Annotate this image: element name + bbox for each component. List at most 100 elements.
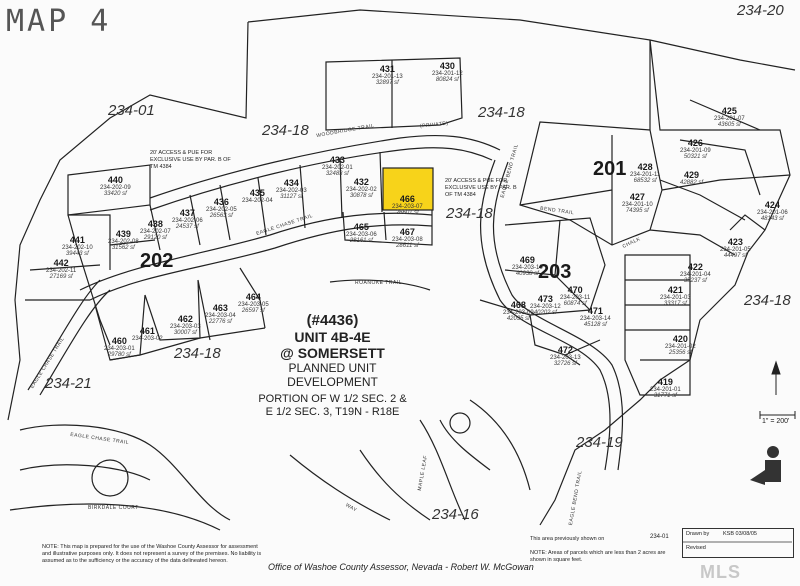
- parcel-number: 473: [537, 294, 553, 304]
- parcel-id: 234-201-06: [757, 210, 788, 216]
- parcel-number: 432: [353, 177, 369, 187]
- parcel-id: 234-203-08: [392, 237, 423, 243]
- subdivision-type: PLANNED UNIT DEVELOPMENT: [287, 361, 378, 389]
- parcel-id: 234-202-04: [242, 198, 273, 204]
- parcel-area: 44497 sf: [723, 253, 747, 259]
- parcel-area: 39443 sf: [65, 251, 89, 257]
- parcel-number: 435: [249, 188, 265, 198]
- parcel-id: 234-202-05: [206, 207, 237, 213]
- parcel-area: 29120 sf: [143, 235, 167, 241]
- parcel-area: 31771 sf: [653, 393, 677, 399]
- parcel-area: 32483 sf: [325, 171, 349, 177]
- parcel-number: 461: [139, 326, 155, 336]
- easement-note-left: 20' ACCESS & PUE FOR EXCLUSIVE USE BY PA…: [150, 150, 231, 170]
- parcel-area: 43605 sf: [717, 122, 741, 128]
- parcel-area: 35237 sf: [683, 278, 707, 284]
- parcel-area: 25356 sf: [668, 350, 692, 356]
- parcel-number: 467: [399, 227, 415, 237]
- parcel-area: 22776 sf: [208, 319, 232, 325]
- parcel-id: 234-203-14: [580, 316, 611, 322]
- parcel-area: 33420 sf: [103, 191, 127, 197]
- parcel-id: 234-202-03: [276, 188, 307, 194]
- parcel-number: 428: [637, 162, 653, 172]
- parcel-id: 234-201-02: [665, 344, 696, 350]
- street-birkdale: BIRKDALE COURT: [88, 505, 139, 511]
- book-label-234-18-mid: 234-18: [446, 205, 493, 222]
- parcel-area: 32726 sf: [553, 361, 577, 367]
- parcel-number: 466: [399, 194, 415, 204]
- parcel-id: 234-203-02: [132, 336, 163, 342]
- parcel-number: 463: [212, 303, 228, 313]
- parcel-number: 427: [629, 192, 645, 202]
- block-203: 203: [538, 261, 572, 283]
- map-title: MAP 4: [6, 4, 112, 39]
- parcel-area: 29780 sf: [107, 352, 131, 358]
- block-201: 201: [593, 158, 627, 180]
- parcel-id: 234-202-11: [46, 268, 77, 274]
- parcel-area: 40202 sf: [533, 310, 557, 316]
- parcel-number: 469: [519, 255, 535, 265]
- parcel-id: 234-202-01: [322, 165, 353, 171]
- previously-shown-note: This area previously shown on: [530, 536, 605, 542]
- parcel-area: 27169 sf: [49, 274, 73, 280]
- parcel-area: 45128 sf: [583, 322, 607, 328]
- parcel-area: 42035 sf: [506, 316, 530, 322]
- street-roanoke: ROANOKE TRAIL: [355, 280, 402, 286]
- parcel-number: 468: [510, 300, 526, 310]
- parcel-id: 234-203-04: [205, 313, 236, 319]
- parcel-number: 430: [439, 61, 455, 71]
- book-label-234-18-east: 234-18: [744, 292, 791, 309]
- parcel-id: 234-203-13: [550, 355, 581, 361]
- parcel-id: 234-203-07: [392, 204, 423, 210]
- parcel-id: 234-203-11: [560, 295, 591, 301]
- parcel-id: 234-203-09: [503, 310, 534, 316]
- parcel-area: 48143 sf: [760, 216, 784, 222]
- parcel-id: 234-201-10: [622, 202, 653, 208]
- parcel-id: 234-202-07: [140, 229, 171, 235]
- parcel-number: 465: [353, 222, 369, 232]
- parcel-number: 420: [672, 334, 688, 344]
- parcel-area: 28161 sf: [349, 238, 373, 244]
- parcel-id: 234-201-04: [680, 272, 711, 278]
- parcel-number: 439: [115, 229, 131, 239]
- parcel-number: 419: [657, 377, 673, 387]
- parcel-number: 434: [283, 178, 299, 188]
- parcel-id: 234-201-12: [432, 71, 463, 77]
- subdivision-portion-2: E 1/2 SEC. 3, T19N - R18E: [265, 406, 400, 418]
- parcel-id: 234-202-02: [346, 187, 377, 193]
- book-label-234-18-right: 234-18: [478, 104, 525, 121]
- book-label-234-01: 234-01: [108, 102, 155, 119]
- parcel-number: 421: [667, 285, 683, 295]
- book-label-234-19: 234-19: [576, 434, 623, 451]
- parcel-id: 234-201-07: [714, 116, 745, 122]
- parcel-number: 462: [177, 314, 193, 324]
- parcel-number: 471: [587, 306, 603, 316]
- book-label-234-18-low: 234-18: [174, 345, 221, 362]
